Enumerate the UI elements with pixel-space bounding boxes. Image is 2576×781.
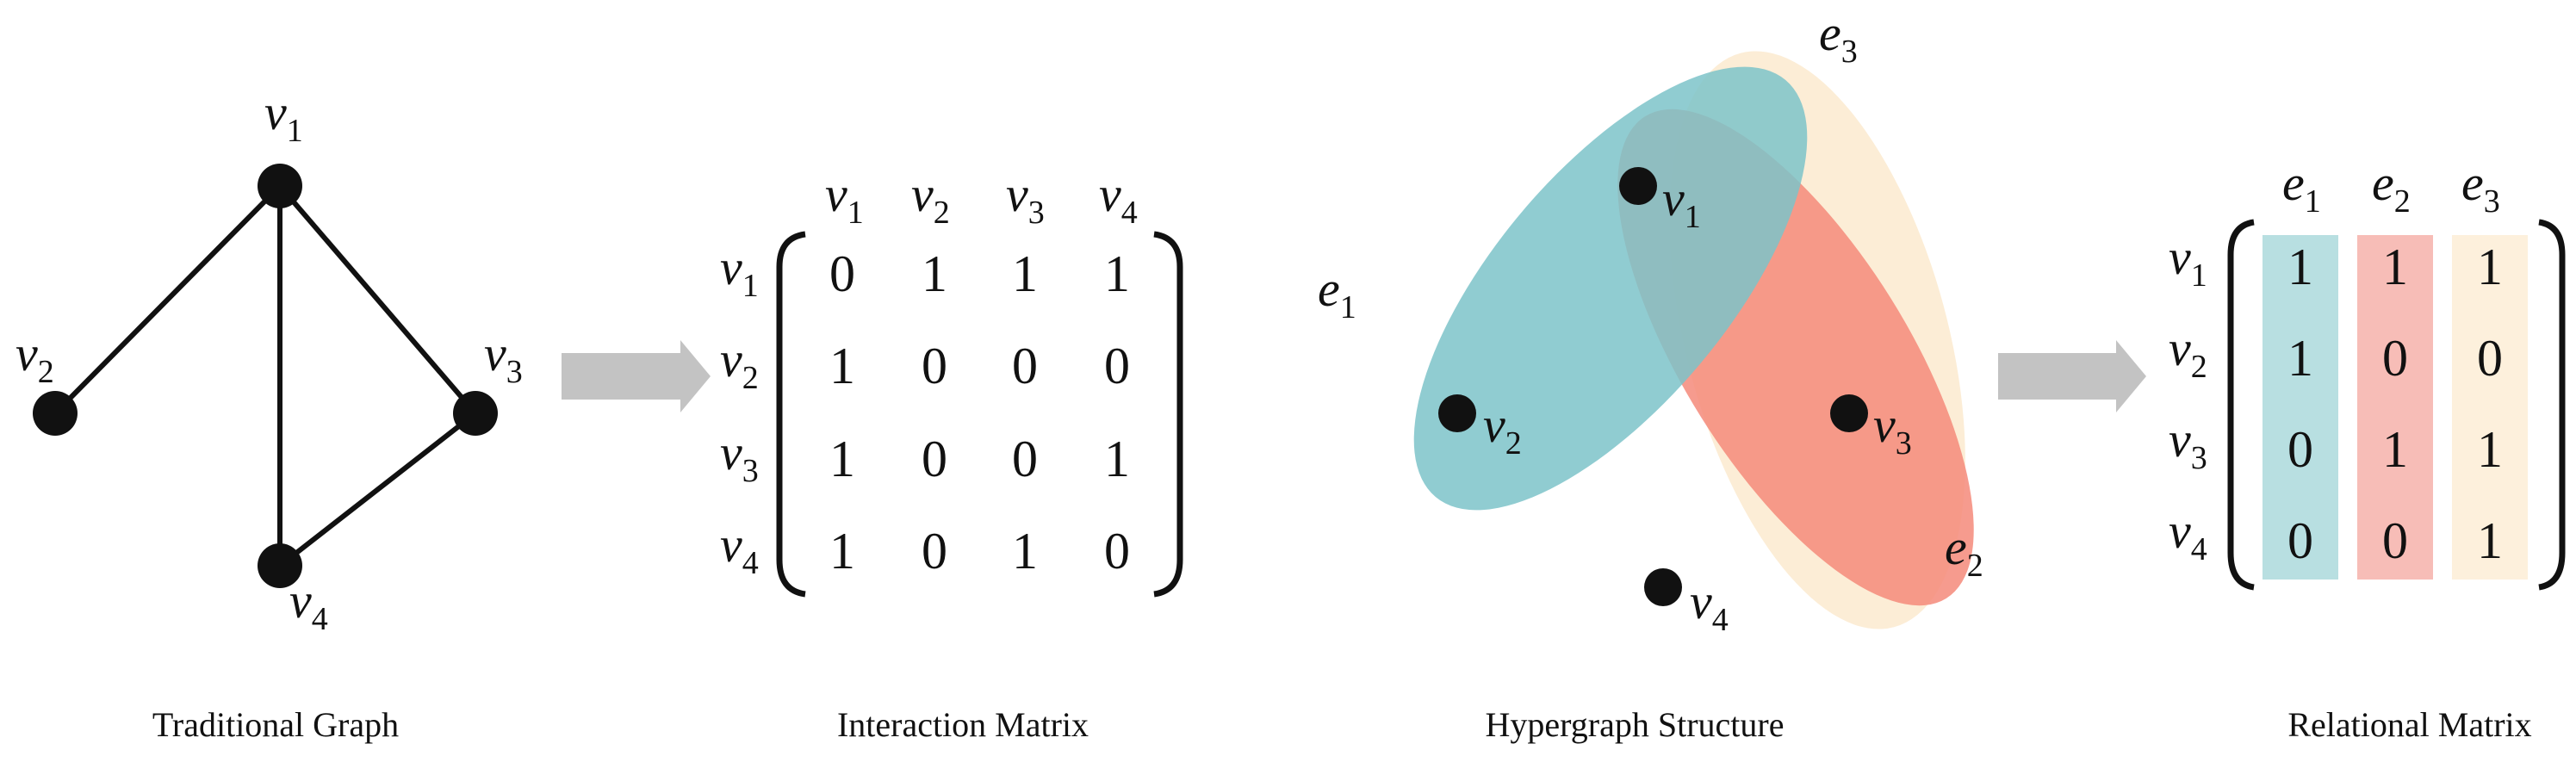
rm-col-header-e2: e2 [2372, 155, 2411, 220]
rm-cell-r3-c1: 0 [2287, 421, 2313, 478]
rm-column-e2 [2357, 235, 2433, 580]
node-v4 [258, 543, 302, 588]
rm-row-header-v3: v3 [2169, 412, 2207, 476]
rm-cell-r1-c1: 1 [2287, 239, 2313, 295]
rm-column-e3 [2452, 235, 2528, 580]
im-cell-r3-c1: 1 [829, 431, 855, 487]
im-cell-r2-c2: 0 [922, 338, 947, 394]
hyper-label-v2: v2 [1483, 397, 1522, 462]
im-cell-r1-c2: 1 [922, 245, 947, 302]
im-cell-r2-c1: 1 [829, 338, 855, 394]
graph-label-v3: v3 [484, 325, 523, 390]
im-cell-r2-c3: 0 [1012, 338, 1038, 394]
im-col-header-v2: v2 [911, 166, 950, 231]
rm-right-bracket [2538, 219, 2566, 591]
rm-cell-r1-c2: 1 [2382, 239, 2408, 295]
rm-col-header-e3: e3 [2461, 155, 2500, 220]
im-row-header-v2: v2 [720, 332, 759, 396]
rm-cell-r2-c2: 0 [2382, 330, 2408, 387]
im-cell-r1-c1: 0 [829, 245, 855, 302]
hypergraph-nodes [1438, 167, 1868, 606]
graph-edges [53, 183, 478, 568]
im-row-header-v3: v3 [720, 425, 759, 489]
im-cell-r4-c1: 1 [829, 523, 855, 580]
im-row-header-v1: v1 [720, 239, 759, 304]
rm-cell-r3-c3: 1 [2477, 421, 2503, 478]
rm-cell-r4-c3: 1 [2477, 512, 2503, 569]
arrow-hypergraph-to-matrix [1998, 340, 2146, 412]
hyperedge-e1 [1413, 66, 1808, 511]
rm-col-header-e1: e1 [2282, 155, 2321, 220]
rm-row-header-v1: v1 [2169, 229, 2207, 294]
edge-v1-v3 [277, 184, 478, 415]
node-v1 [258, 164, 302, 208]
graph-label-v1: v1 [264, 84, 303, 149]
rm-cell-r4-c1: 0 [2287, 512, 2313, 569]
rm-cell-r1-c3: 1 [2477, 239, 2503, 295]
im-col-header-v4: v4 [1099, 166, 1138, 231]
im-col-header-v3: v3 [1006, 166, 1045, 231]
hyper-label-v4: v4 [1690, 573, 1729, 638]
rm-cell-r3-c2: 1 [2382, 421, 2408, 478]
graph-label-v4: v4 [289, 573, 328, 637]
im-left-bracket [776, 231, 806, 598]
hyper-label-e2: e2 [1945, 519, 1983, 584]
im-cell-r2-c4: 0 [1104, 338, 1130, 394]
im-cell-r3-c4: 1 [1104, 431, 1130, 487]
edge-v3-v4 [278, 411, 477, 568]
hyper-node-v2 [1438, 394, 1476, 432]
relational-matrix-panel: e1 e2 e3 v1 v2 v3 v4 1 1 1 1 0 0 0 1 1 0… [2169, 155, 2566, 744]
hyper-label-v3: v3 [1873, 397, 1912, 462]
hyper-node-v4 [1644, 568, 1682, 606]
rm-row-header-v4: v4 [2169, 503, 2207, 567]
interaction-matrix-panel: v1 v2 v3 v4 v1 v2 v3 v4 0 1 1 1 1 0 0 0 … [720, 166, 1183, 744]
im-cell-r4-c4: 0 [1104, 523, 1130, 580]
hyper-label-e3: e3 [1819, 5, 1858, 70]
rm-cells: 1 1 1 1 0 0 0 1 1 0 0 1 [2287, 239, 2503, 569]
im-right-bracket [1153, 231, 1183, 598]
rm-row-header-v2: v2 [2169, 320, 2207, 385]
caption-relational-matrix: Relational Matrix [2287, 705, 2531, 744]
arrow-graph-to-matrix [562, 340, 711, 412]
traditional-graph-panel: v1 v2 v3 v4 Traditional Graph [16, 84, 523, 744]
hyper-label-e1: e1 [1318, 261, 1356, 325]
rm-cell-r4-c2: 0 [2382, 512, 2408, 569]
rm-left-bracket [2227, 219, 2255, 591]
graph-nodes [33, 164, 498, 588]
im-cell-r1-c3: 1 [1012, 245, 1038, 302]
hypergraph-panel: v1 v2 v3 v4 e1 e2 e3 Hypergraph Structur… [1318, 5, 1983, 744]
edge-v1-v2 [53, 183, 282, 416]
node-v2 [33, 391, 78, 436]
im-cell-r4-c3: 1 [1012, 523, 1038, 580]
im-col-header-v1: v1 [825, 166, 864, 231]
im-cell-r3-c2: 0 [922, 431, 947, 487]
hyper-label-v1: v1 [1662, 170, 1701, 235]
im-cell-r4-c2: 0 [922, 523, 947, 580]
im-row-header-v4: v4 [720, 517, 759, 581]
caption-traditional-graph: Traditional Graph [152, 705, 399, 744]
im-cell-r3-c3: 0 [1012, 431, 1038, 487]
im-cells: 0 1 1 1 1 0 0 0 1 0 0 1 1 0 1 0 [829, 245, 1130, 580]
rm-cell-r2-c3: 0 [2477, 330, 2503, 387]
hyper-node-v3 [1830, 394, 1868, 432]
rm-column-e1 [2263, 235, 2338, 580]
graph-label-v2: v2 [16, 325, 54, 390]
hyper-node-v1 [1619, 167, 1657, 205]
caption-hypergraph-structure: Hypergraph Structure [1486, 705, 1785, 744]
caption-interaction-matrix: Interaction Matrix [837, 705, 1089, 744]
rm-cell-r2-c1: 1 [2287, 330, 2313, 387]
node-v3 [453, 391, 498, 436]
im-cell-r1-c4: 1 [1104, 245, 1130, 302]
